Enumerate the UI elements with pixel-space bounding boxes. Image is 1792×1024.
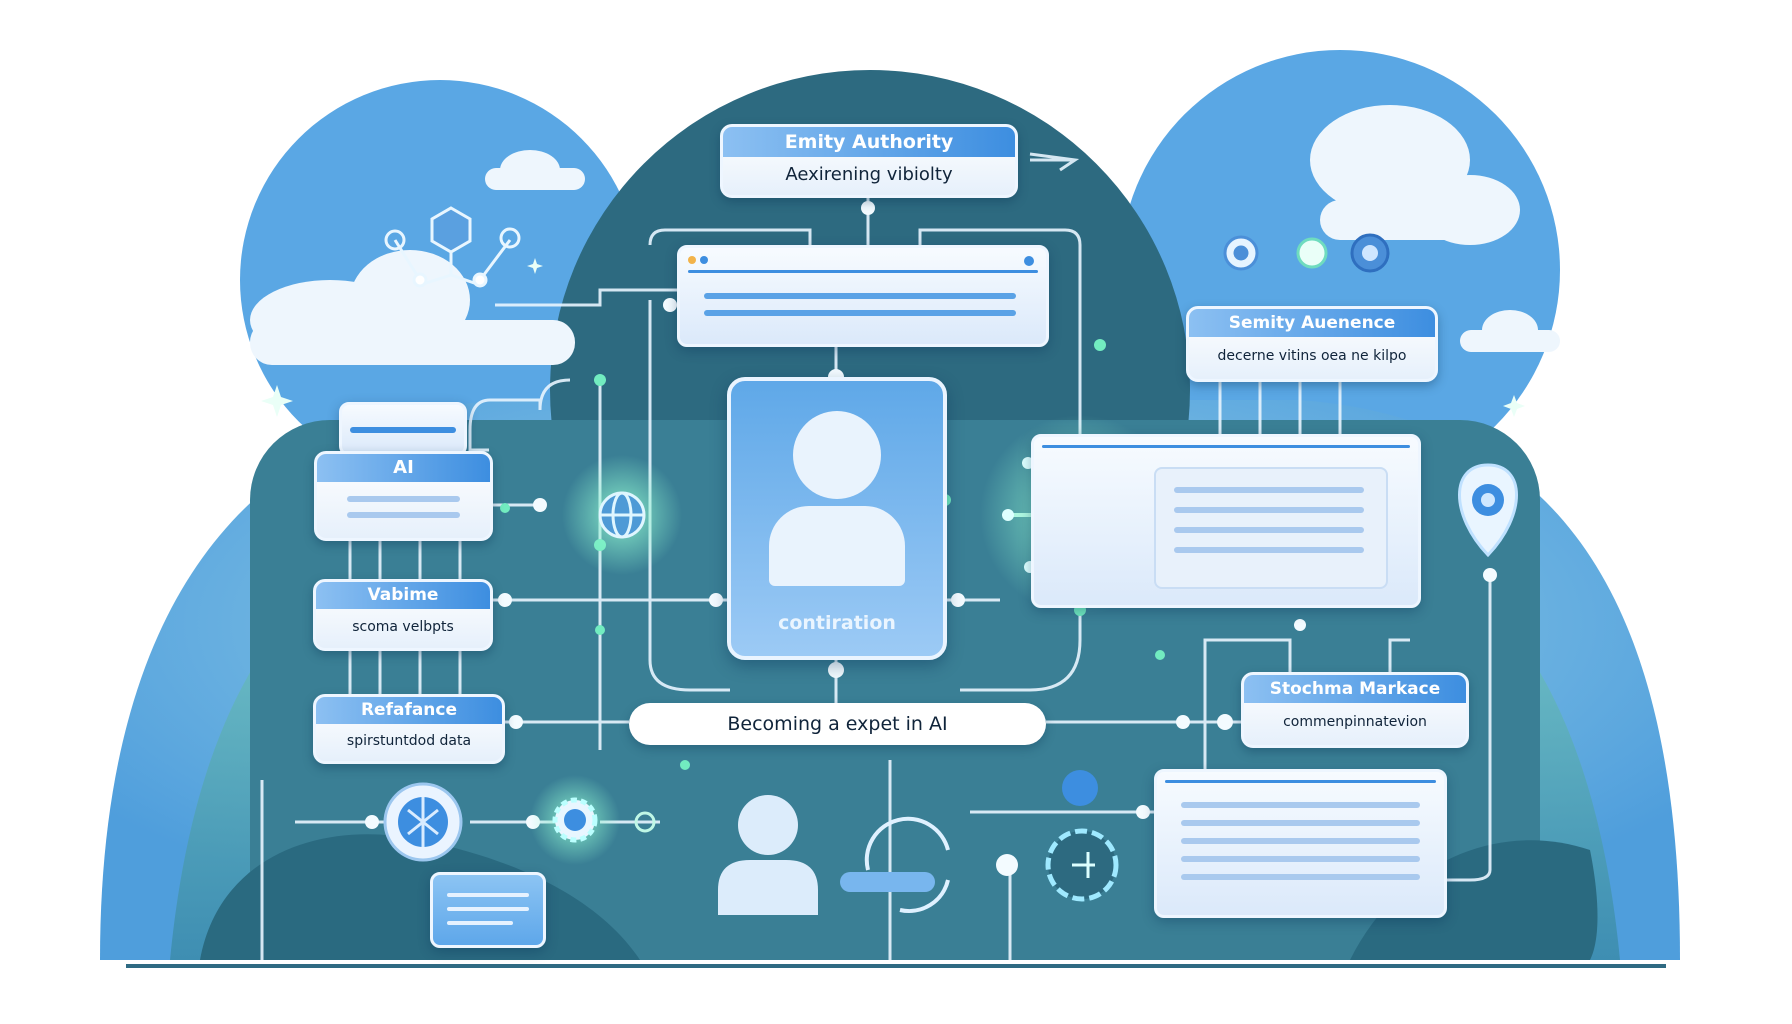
vabime-box: Vabime scoma velbpts bbox=[313, 579, 493, 651]
connector-lines bbox=[260, 152, 1492, 960]
ai-stack-back bbox=[339, 402, 467, 456]
ai-box-title: AI bbox=[317, 454, 490, 482]
profile-card-label: contiration bbox=[778, 612, 896, 634]
semity-subtitle: decerne vitins oea ne kilpo bbox=[1217, 348, 1407, 364]
semity-auenence-box: Semity Auenence decerne vitins oea ne ki… bbox=[1186, 306, 1438, 382]
refafance-subtitle: spirstuntdod data bbox=[346, 733, 472, 749]
user-icon bbox=[718, 795, 818, 915]
stochma-subtitle: commenpinnatevion bbox=[1283, 714, 1427, 730]
gear-icon-bottom bbox=[552, 797, 598, 843]
timer-icon bbox=[1045, 770, 1119, 902]
cloud-icon bbox=[250, 105, 1560, 365]
aperture-icon bbox=[383, 782, 463, 862]
vabime-subtitle: scoma velbpts bbox=[352, 619, 454, 635]
bottom-left-document bbox=[430, 872, 546, 948]
top-browser-window bbox=[677, 245, 1049, 347]
ai-box: AI bbox=[314, 451, 493, 541]
location-pin-icon bbox=[1458, 463, 1518, 558]
refafance-title: Refafance bbox=[316, 697, 502, 724]
globe-icon bbox=[598, 491, 646, 539]
entity-authority-title: Emity Authority bbox=[723, 127, 1015, 157]
entity-authority-subtitle: Aexirening vibiolty bbox=[785, 164, 953, 185]
center-pill: Becoming a expet in AI bbox=[629, 703, 1046, 745]
vabime-title: Vabime bbox=[316, 582, 490, 609]
ground-line bbox=[126, 964, 1666, 968]
bottom-right-window bbox=[1154, 769, 1447, 918]
gear-icon bbox=[1223, 233, 1390, 273]
user-icon bbox=[793, 411, 881, 499]
profile-card: contiration bbox=[727, 377, 947, 660]
hexagon-network-icon bbox=[384, 206, 521, 288]
right-content-window bbox=[1031, 434, 1421, 608]
refafance-box: Refafance spirstuntdod data bbox=[313, 694, 505, 764]
stochma-title: Stochma Markace bbox=[1244, 675, 1466, 703]
refresh-icon bbox=[840, 816, 950, 914]
stochma-markace-box: Stochma Markace commenpinnatevion bbox=[1241, 672, 1469, 748]
semity-title: Semity Auenence bbox=[1189, 309, 1435, 337]
entity-authority-box: Emity Authority Aexirening vibiolty bbox=[720, 124, 1018, 198]
